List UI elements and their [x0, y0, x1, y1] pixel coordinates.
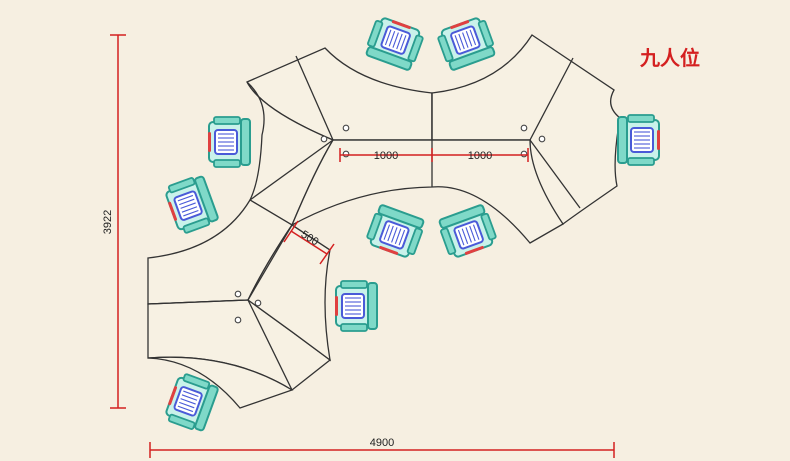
office-chair-icon	[207, 116, 251, 168]
desk-length-left-label: 1000	[374, 150, 398, 162]
cable-grommet-icon	[234, 290, 242, 298]
desk-length-right-label: 1000	[468, 150, 492, 162]
office-chair-icon	[362, 13, 427, 73]
dimension-lines	[110, 34, 615, 458]
cable-grommet-icon	[342, 124, 350, 132]
total-width-label: 4900	[370, 437, 394, 449]
cable-grommet-icon	[342, 150, 350, 158]
office-chair-icon	[363, 202, 428, 262]
cable-grommet-icon	[520, 124, 528, 132]
office-chair-icon	[434, 13, 499, 73]
office-chair-icon	[334, 280, 378, 332]
desk-bottom-center	[247, 224, 331, 362]
cable-grommet-icon	[254, 299, 262, 307]
office-chair-icon	[617, 114, 661, 166]
office-chair-icon	[161, 172, 221, 237]
office-chair-icon	[435, 202, 500, 262]
cable-grommet-icon	[320, 135, 328, 143]
cable-grommet-icon	[234, 316, 242, 324]
total-height-label: 3922	[102, 210, 114, 234]
cable-grommet-icon	[538, 135, 546, 143]
cable-grommet-icons	[234, 124, 546, 324]
cable-grommet-icon	[520, 150, 528, 158]
partition-lines	[147, 55, 581, 391]
page-title: 九人位	[639, 46, 700, 70]
